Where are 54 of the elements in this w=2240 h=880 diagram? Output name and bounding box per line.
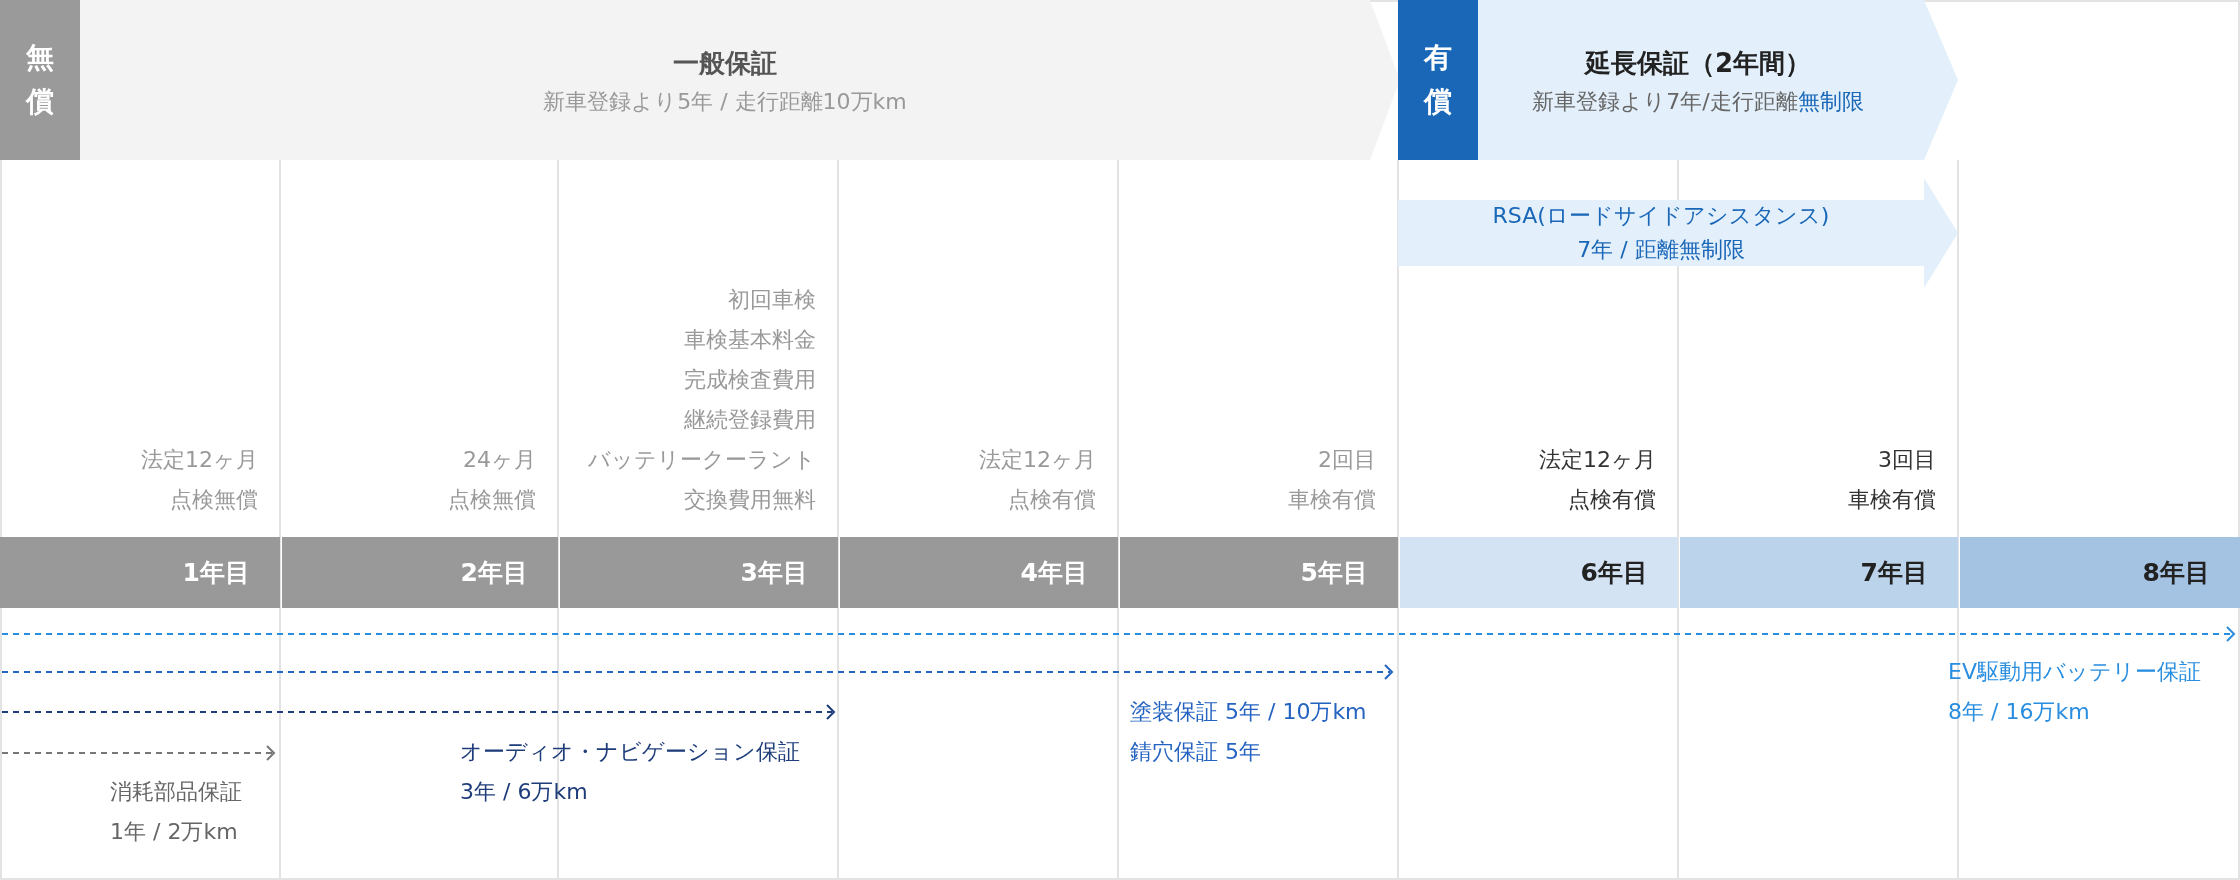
year-label: 7年目 <box>1860 557 1928 589</box>
inspection-note: 点検有償 <box>1008 486 1096 514</box>
warranty-title: 延長保証（2年間） <box>1584 47 1812 80</box>
paid-badge <box>1398 0 1478 160</box>
service-terms: 7年 / 距離無制限 <box>1577 236 1745 264</box>
year-label: 2年目 <box>460 557 528 589</box>
year-cell <box>560 537 838 608</box>
year-cell <box>1680 537 1958 608</box>
year-cell <box>1400 537 1678 608</box>
warranty-note: 8年 / 16万km <box>1948 698 2090 726</box>
badge-label: 無償 <box>24 40 55 120</box>
inspection-note: 点検無償 <box>448 486 536 514</box>
inspection-note: 法定12ヶ月 <box>1539 446 1656 474</box>
inspection-note: バッテリークーラント交換費用無料 <box>587 446 816 514</box>
year-label: 1年目 <box>182 557 250 589</box>
badge-label: 有償 <box>1422 40 1453 120</box>
year-cell <box>840 537 1118 608</box>
warranty-note: 3年 / 6万km <box>460 778 588 806</box>
inspection-note: 車検有償 <box>1288 486 1376 514</box>
inspection-note: 点検有償 <box>1568 486 1656 514</box>
inspection-note: 法定12ヶ月 <box>979 446 1096 474</box>
warranty-terms: 新車登録より5年 / 走行距離10万km <box>543 88 907 116</box>
year-label: 3年目 <box>740 557 808 589</box>
inspection-note: 24ヶ月 <box>463 446 536 474</box>
year-cell <box>0 537 280 608</box>
warranty-note: 1年 / 2万km <box>110 818 238 846</box>
year-label: 8年目 <box>2142 557 2210 589</box>
free-badge <box>0 0 80 160</box>
year-cell <box>282 537 558 608</box>
year-cell <box>1120 537 1398 608</box>
inspection-note: 法定12ヶ月 <box>141 446 258 474</box>
inspection-note: 完成検査費用 <box>684 366 816 394</box>
warranty-arrow-band <box>1478 0 1958 160</box>
inspection-note: 初回車検 <box>728 286 816 314</box>
year-label: 6年目 <box>1580 557 1648 589</box>
warranty-arrow-band <box>80 0 1400 160</box>
warranty-note: オーディオ・ナビゲーション保証 <box>460 738 800 766</box>
warranty-note: EV駆動用バッテリー保証 <box>1948 658 2201 686</box>
inspection-note: 車検基本料金 <box>684 326 816 354</box>
warranty-terms: 新車登録より7年/走行距離無制限 <box>1532 88 1864 116</box>
service-arrow-band <box>1398 178 1958 288</box>
inspection-note: 継続登録費用 <box>684 406 816 434</box>
inspection-note: 3回目 <box>1878 446 1936 474</box>
year-cell <box>1960 537 2240 608</box>
warranty-title: 一般保証 <box>673 47 777 80</box>
warranty-note: 塗装保証 5年 / 10万km <box>1130 698 1367 726</box>
inspection-note: 2回目 <box>1318 446 1376 474</box>
warranty-note: 消耗部品保証 <box>110 778 242 806</box>
year-label: 5年目 <box>1300 557 1368 589</box>
inspection-note: 車検有償 <box>1848 486 1936 514</box>
service-title: RSA(ロードサイドアシスタンス) <box>1492 202 1830 230</box>
warranty-note: 錆穴保証 5年 <box>1130 738 1261 766</box>
inspection-note: 点検無償 <box>170 486 258 514</box>
year-label: 4年目 <box>1020 557 1088 589</box>
